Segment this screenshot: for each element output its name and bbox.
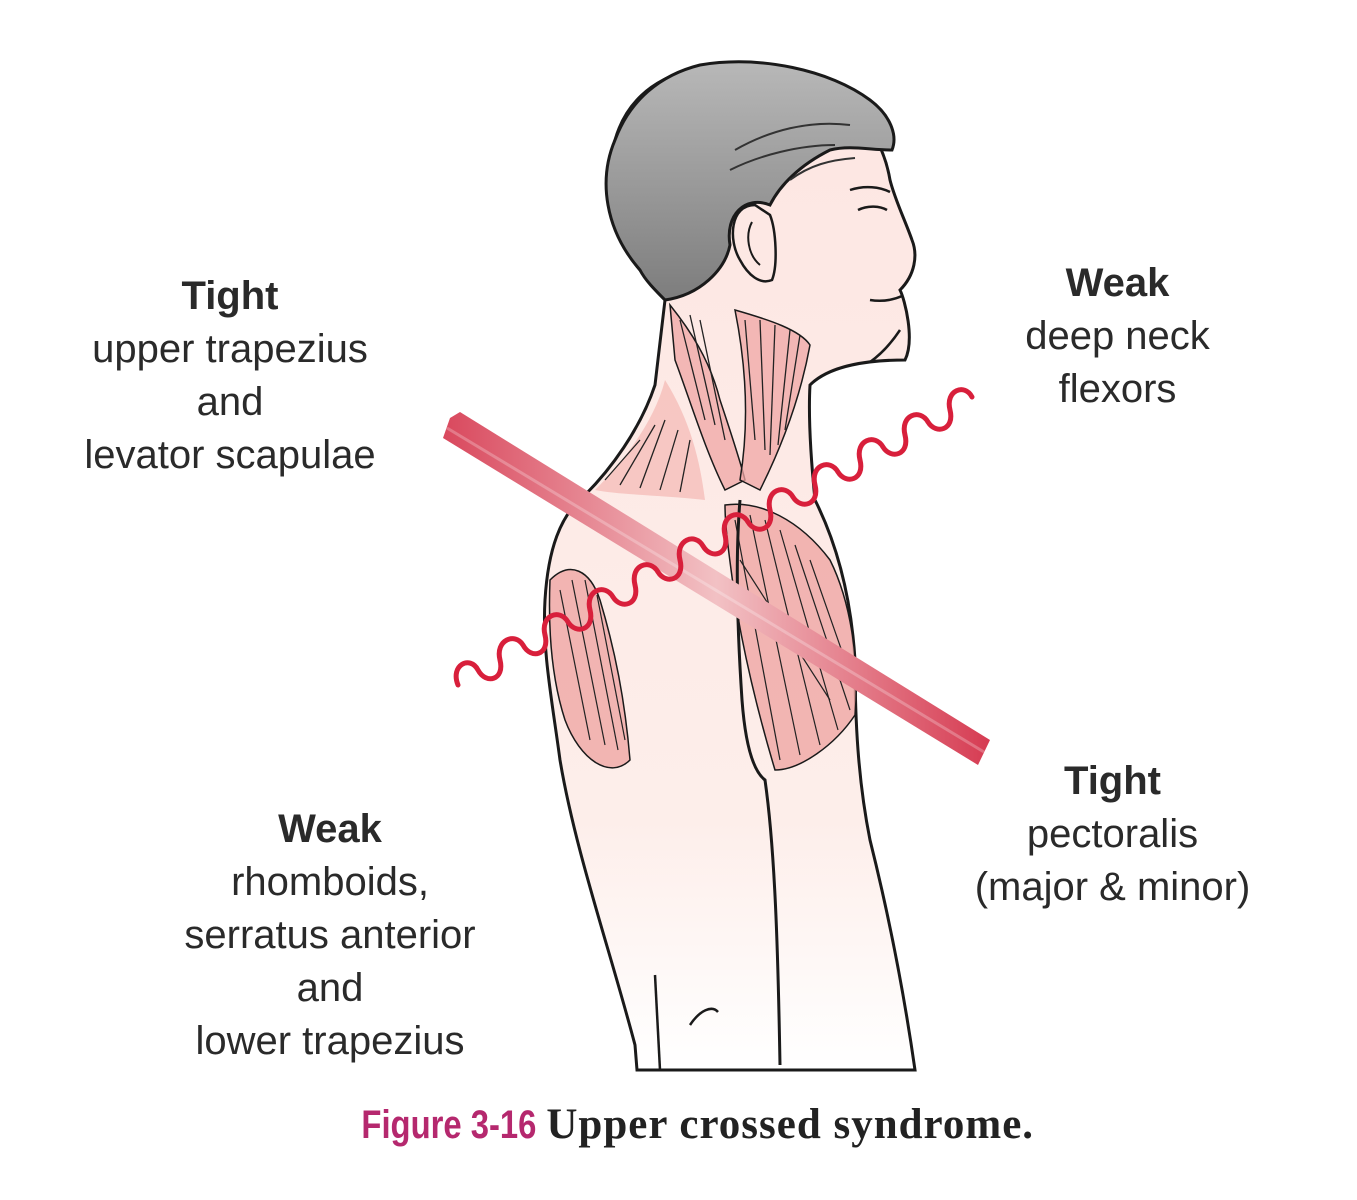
ear-detail xyxy=(747,221,761,266)
label-line: rhomboids, xyxy=(231,860,429,904)
figure-number: Figure 3-16 xyxy=(361,1103,537,1147)
trapezius-region xyxy=(595,380,705,500)
label-line: lower trapezius xyxy=(195,1019,465,1063)
label-line: deep neck xyxy=(1025,314,1210,358)
label-line: flexors xyxy=(1058,367,1177,411)
hair-strands xyxy=(729,122,856,181)
label-weak-rhomboids: Weak rhomboids, serratus anterior and lo… xyxy=(140,803,520,1068)
label-weak-deep-neck-flexors: Weak deep neck flexors xyxy=(990,257,1245,416)
label-heading: Tight xyxy=(181,274,279,318)
label-heading: Weak xyxy=(278,807,382,851)
neck-muscle-fibers xyxy=(679,314,801,456)
label-line: serratus anterior xyxy=(184,913,476,957)
weak-wavy-line xyxy=(453,387,975,688)
trapezius-fibers xyxy=(604,419,691,493)
face-features xyxy=(849,185,903,364)
tight-band xyxy=(443,412,990,765)
label-tight-pectoralis: Tight pectoralis (major & minor) xyxy=(935,755,1290,914)
back-line xyxy=(653,974,662,1071)
ear xyxy=(731,203,777,283)
label-line: levator scapulae xyxy=(84,433,376,477)
label-heading: Weak xyxy=(1065,261,1170,305)
figure-title: Upper crossed syndrome. xyxy=(546,1101,1035,1148)
elbow-detail xyxy=(688,1007,719,1026)
label-line: and xyxy=(296,966,364,1010)
label-tight-upper-trapezius: Tight upper trapezius and levator scapul… xyxy=(50,270,410,482)
tight-band-highlight xyxy=(446,426,985,754)
label-line: and xyxy=(196,380,264,424)
label-line: upper trapezius xyxy=(92,327,368,371)
label-line: pectoralis xyxy=(1026,812,1199,856)
label-heading: Tight xyxy=(1063,759,1161,803)
hair xyxy=(604,60,896,302)
label-line: (major & minor) xyxy=(974,865,1251,909)
